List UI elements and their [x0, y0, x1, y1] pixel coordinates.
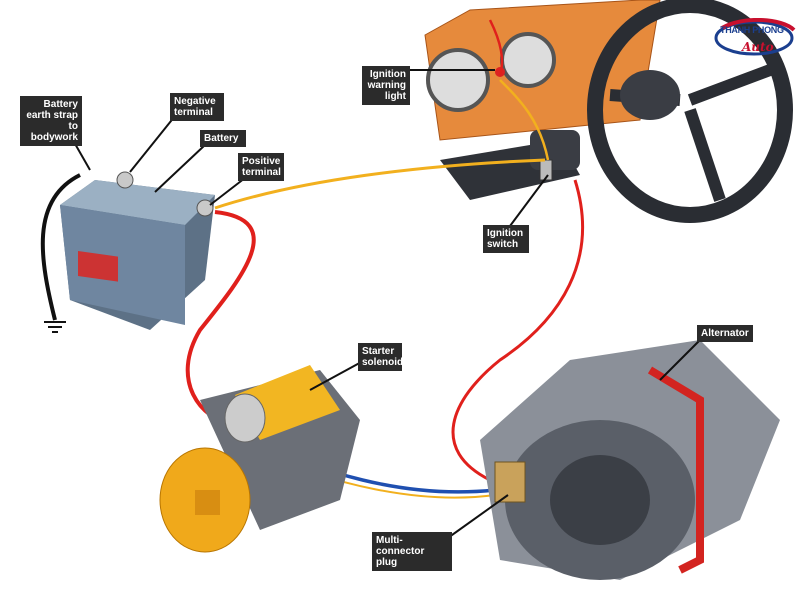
- logo-text: THANH PHONG: [720, 25, 784, 35]
- label-positive-terminal: Positive terminal: [238, 153, 284, 181]
- brand-logo: THANH PHONG Auto: [712, 18, 796, 58]
- warning-light-wire: [499, 79, 550, 161]
- label-starter-solenoid: Starter solenoid: [358, 343, 403, 371]
- earth-strap: [40, 173, 81, 321]
- battery: [60, 171, 215, 330]
- label-battery: Battery: [200, 130, 246, 147]
- starter-motor: [159, 365, 360, 553]
- leader-lines: [69, 69, 706, 541]
- negative-terminal: [116, 171, 134, 189]
- gauge-icon: [426, 48, 490, 112]
- ignition-to-alternator-wire: [451, 179, 585, 482]
- ground-icon: [44, 321, 66, 333]
- label-ignition-switch: Ignition switch: [483, 225, 529, 253]
- label-alternator: Alternator: [697, 325, 753, 342]
- steering-wheel: [587, 0, 793, 223]
- battery-to-solenoid-wire: [185, 210, 256, 427]
- yellow-wire: [214, 158, 546, 210]
- label-multi-connector-plug: Multi-connector plug: [372, 532, 452, 571]
- rpm-gauge-icon: [500, 32, 556, 88]
- label-ignition-warning-light: Ignition warning light: [362, 66, 410, 105]
- red-dash-wire: [488, 19, 504, 76]
- positive-terminal: [196, 199, 214, 217]
- alternator: [480, 340, 780, 580]
- label-negative-terminal: Negative terminal: [170, 93, 224, 121]
- logo-subtext: Auto: [742, 40, 774, 54]
- starter-solenoid: [224, 365, 340, 443]
- label-earth-strap: Battery earth strap to bodywork: [20, 96, 82, 146]
- logo-swoosh-icon: [714, 18, 796, 56]
- multi-connector-plug: [494, 461, 526, 503]
